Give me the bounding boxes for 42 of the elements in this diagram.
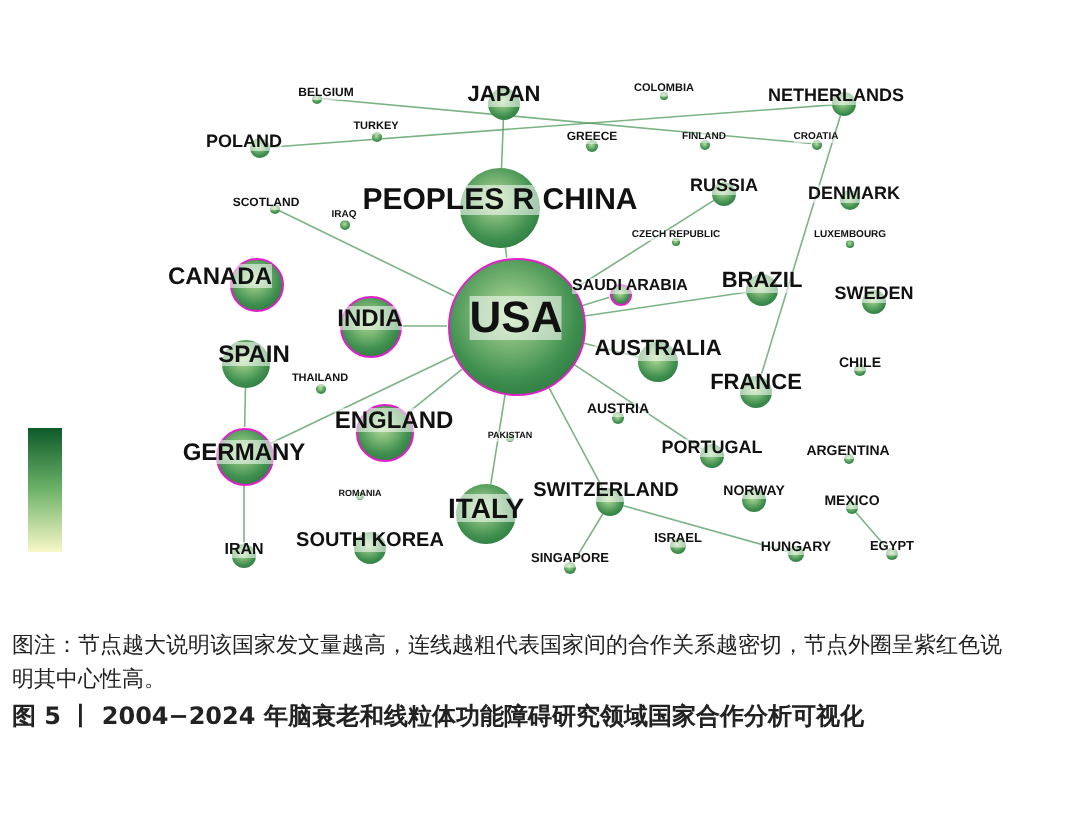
country-label: GERMANY (182, 440, 306, 464)
link-line (269, 354, 455, 445)
figure-caption: 图 5 丨 2004−2024 年脑衰老和线粒体功能障碍研究领域国家合作分析可视化 (12, 700, 864, 734)
country-label: CANADA (168, 264, 272, 288)
link-line (855, 511, 889, 551)
link-line (405, 368, 463, 415)
link-line (547, 386, 605, 491)
link-line (320, 97, 812, 145)
country-label: RUSSIA (690, 177, 758, 195)
country-label: PEOPLES R CHINA (362, 185, 638, 215)
country-label: DENMARK (808, 185, 900, 203)
link-line (400, 325, 448, 327)
link-line (622, 504, 790, 553)
link-line (583, 291, 747, 317)
figure-note: 图注：节点越大说明该国家发文量越高，连线越粗代表国家间的合作关系越密切，节点外圈呈紫红色说明其中心性高。 (12, 630, 1004, 696)
country-label: POLAND (206, 133, 282, 151)
country-label: ENGLAND (334, 408, 454, 432)
link-line (243, 387, 247, 428)
country-label: IRAN (224, 542, 264, 558)
country-label: AUSTRALIA (594, 339, 722, 361)
link-line (269, 104, 833, 149)
link-line (582, 342, 640, 358)
link-line (277, 209, 455, 297)
link-line (573, 199, 715, 290)
country-label: JAPAN (467, 85, 541, 107)
country-label: INDIA (337, 306, 403, 330)
country-label: FRANCE (710, 373, 802, 395)
country-label: SAUDI ARABIA (572, 278, 688, 294)
country-label: ITALY (447, 494, 525, 522)
country-label: SWEDEN (834, 285, 914, 303)
country-label: NETHERLANDS (768, 87, 904, 105)
link-line (572, 363, 703, 451)
link-line (500, 119, 505, 169)
country-label: PORTUGAL (661, 439, 763, 457)
country-label: SWITZERLAND (533, 482, 679, 502)
country-label: SPAIN (218, 342, 290, 366)
link-line (581, 296, 611, 307)
country-label: SOUTH KOREA (296, 532, 444, 552)
link-line (504, 246, 508, 259)
country-label: BRAZIL (721, 271, 803, 293)
link-line (489, 393, 506, 486)
country-label: USA (469, 296, 563, 340)
